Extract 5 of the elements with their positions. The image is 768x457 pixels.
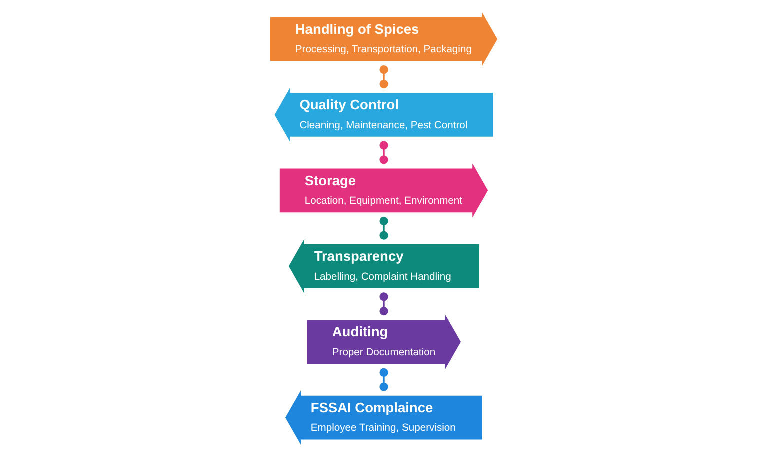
connector	[380, 216, 388, 240]
connector	[380, 368, 388, 392]
connector	[380, 66, 388, 88]
connector	[380, 141, 388, 164]
connector	[380, 292, 388, 316]
